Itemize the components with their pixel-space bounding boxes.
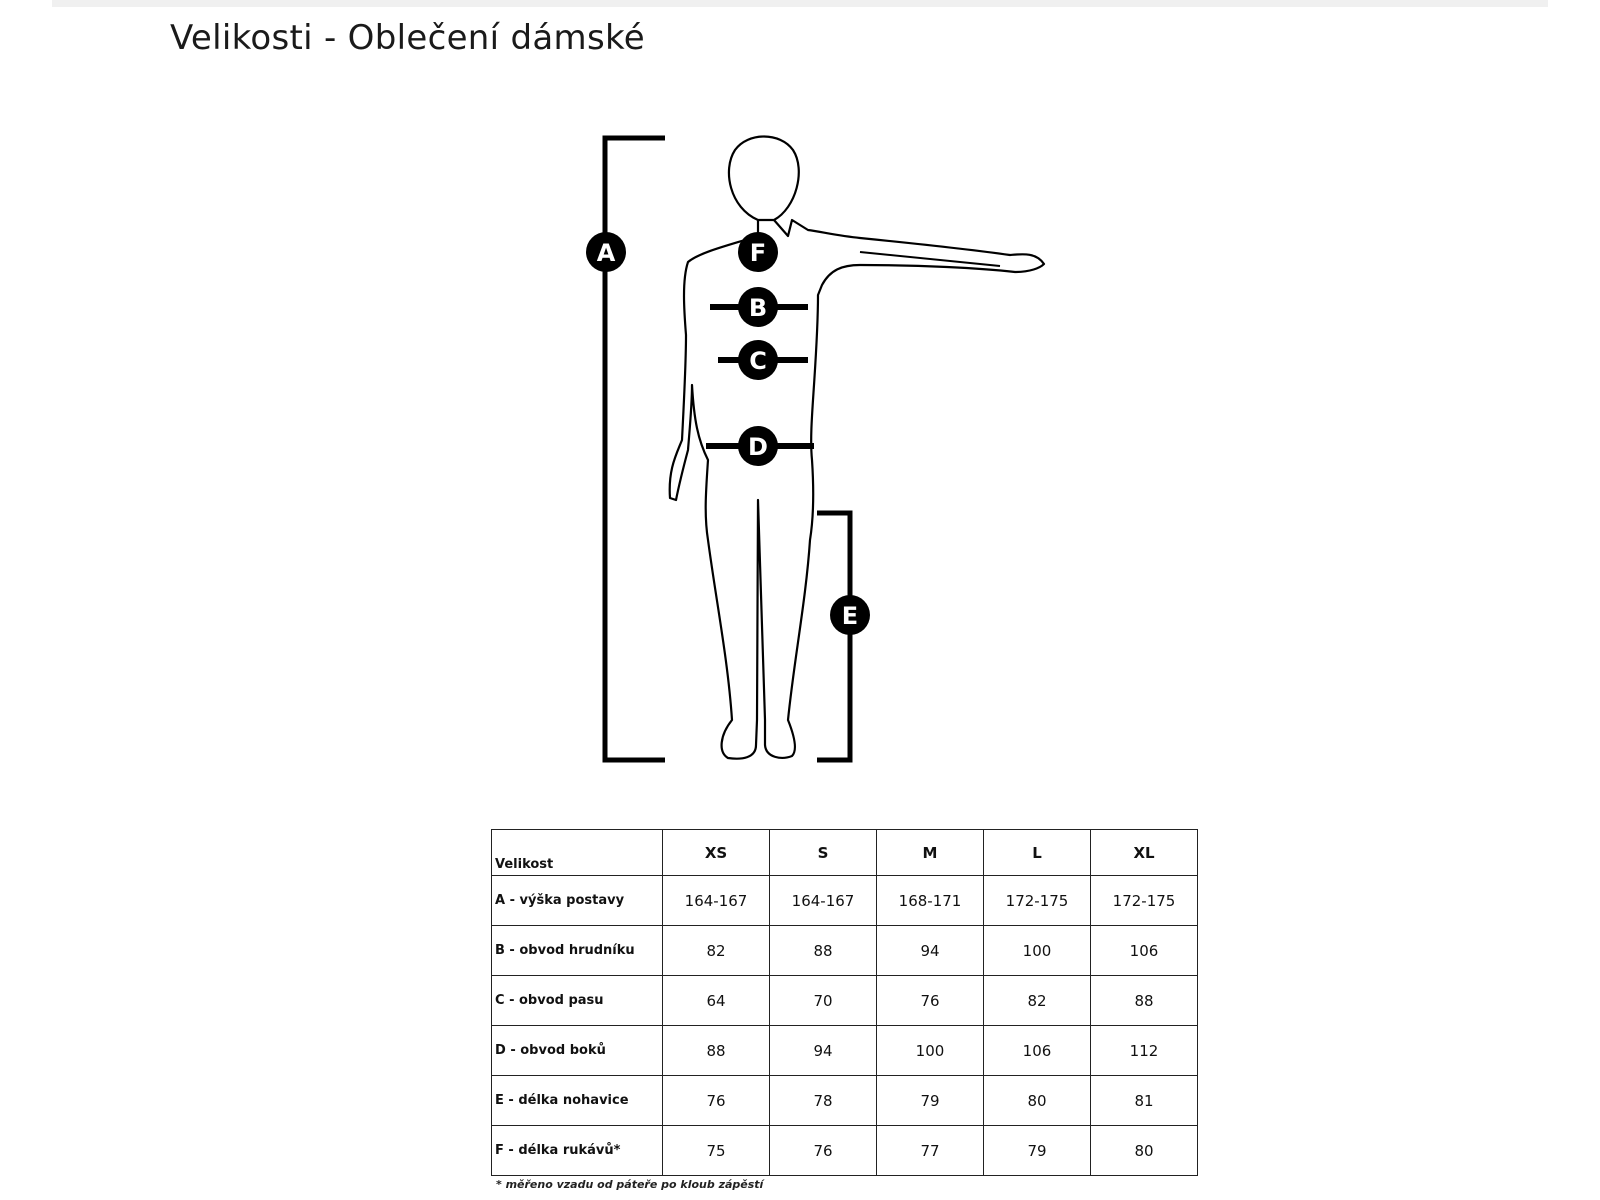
table-cell: 164-167 [662,875,770,926]
table-cell: 88 [769,925,877,976]
table-row: C - obvod pasu 64 70 76 82 88 [491,975,1198,1026]
svg-text:A: A [597,239,616,267]
row-label: C - obvod pasu [491,975,663,1026]
table-cell: 78 [769,1075,877,1126]
table-cell: 100 [876,1025,984,1076]
table-cell: 64 [662,975,770,1026]
table-cell: 70 [769,975,877,1026]
table-cell: 80 [983,1075,1091,1126]
figure-body-outline [668,218,1046,760]
table-cell: 77 [876,1125,984,1176]
size-header-s: S [769,829,877,876]
marker-d: D [738,426,778,466]
table-cell: 106 [1090,925,1198,976]
top-border [52,0,1548,7]
marker-c: C [738,340,778,380]
table-cell: 76 [662,1075,770,1126]
size-header-m: M [876,829,984,876]
size-header-l: L [983,829,1091,876]
table-row: F - délka rukávů* 75 76 77 79 80 [491,1125,1198,1176]
table-cell: 106 [983,1025,1091,1076]
table-cell: 76 [876,975,984,1026]
table-cell: 100 [983,925,1091,976]
svg-text:E: E [842,602,858,630]
table-cell: 81 [1090,1075,1198,1126]
svg-text:B: B [749,294,767,322]
table-cell: 94 [876,925,984,976]
table-cell: 88 [1090,975,1198,1026]
size-header-xs: XS [662,829,770,876]
page-title: Velikosti - Oblečení dámské [170,18,645,58]
row-label: F - délka rukávů* [491,1125,663,1176]
table-cell: 164-167 [769,875,877,926]
table-cell: 168-171 [876,875,984,926]
table-cell: 82 [983,975,1091,1026]
table-cell: 79 [876,1075,984,1126]
table-cell: 88 [662,1025,770,1076]
table-cell: 76 [769,1125,877,1176]
table-row: B - obvod hrudníku 82 88 94 100 106 [491,925,1198,976]
table-cell: 172-175 [983,875,1091,926]
inseam-bracket [817,510,853,763]
body-measurement-diagram: A F B C D E [560,120,1080,800]
table-cell: 80 [1090,1125,1198,1176]
row-label: D - obvod boků [491,1025,663,1076]
svg-text:D: D [748,433,768,461]
body-figure-svg: A F B C D E [586,135,1046,763]
marker-e: E [830,595,870,635]
table-row: A - výška postavy 164-167 164-167 168-17… [491,875,1198,926]
size-table: Velikost XS S M L XL A - výška postavy 1… [491,829,1198,1176]
marker-a: A [586,232,626,272]
row-label: A - výška postavy [491,875,663,926]
svg-text:F: F [750,239,766,267]
table-cell: 172-175 [1090,875,1198,926]
table-cell: 79 [983,1125,1091,1176]
figure-arm-inner [859,251,1001,267]
table-cell: 75 [662,1125,770,1176]
row-label: B - obvod hrudníku [491,925,663,976]
table-footnote: * měřeno vzadu od páteře po kloub zápěst… [496,1178,764,1191]
table-cell: 112 [1090,1025,1198,1076]
figure-head-outline [727,135,800,222]
table-row: D - obvod boků 88 94 100 106 112 [491,1025,1198,1076]
table-cell: 94 [769,1025,877,1076]
marker-f: F [738,232,778,272]
table-row: E - délka nohavice 76 78 79 80 81 [491,1075,1198,1126]
height-bracket [602,135,665,763]
table-cell: 82 [662,925,770,976]
row-label: E - délka nohavice [491,1075,663,1126]
corner-header: Velikost [491,829,663,876]
svg-text:C: C [749,347,767,375]
marker-b: B [738,287,778,327]
table-header-row: Velikost XS S M L XL [491,829,1198,876]
size-header-xl: XL [1090,829,1198,876]
